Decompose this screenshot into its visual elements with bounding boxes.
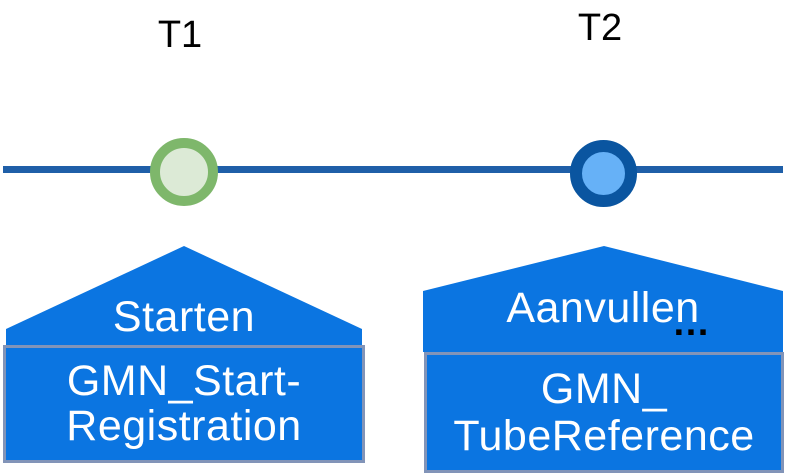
t2-callout-arrow-shape <box>423 246 783 352</box>
t1-callout-arrow-shape <box>6 246 362 346</box>
t2-message-line-2: TubeReference <box>453 411 755 460</box>
timeline-line <box>3 166 783 173</box>
t1-callout-arrow <box>6 246 362 346</box>
t2-callout-arrow <box>423 246 783 352</box>
t1-marker-dot <box>150 138 218 206</box>
t1-message-box: GMN_Start- Registration <box>3 345 365 463</box>
time-label-t1: T1 <box>157 14 203 56</box>
t2-action-label: Aanvullen <box>506 284 700 332</box>
t1-message-line-1: GMN_Start- <box>66 357 302 405</box>
t1-message-line-2: Registration <box>66 402 302 450</box>
t2-marker-dot <box>570 140 637 207</box>
t2-message-box: GMN_ TubeReference <box>424 352 784 473</box>
ellipsis-indicator: … <box>672 302 712 344</box>
time-label-t2: T2 <box>577 7 623 49</box>
t1-action-label: Starten <box>112 293 256 341</box>
t2-message-line-1: GMN_ <box>540 364 668 413</box>
